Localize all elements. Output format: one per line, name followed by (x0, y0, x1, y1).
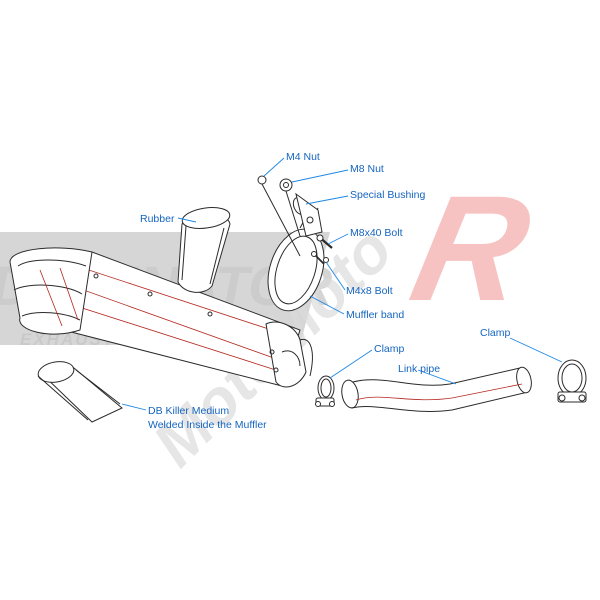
clamp-mid (315, 375, 335, 407)
part-labels: M4 Nut M8 Nut Special Bushing M8x40 Bolt… (140, 151, 511, 431)
label-rubber: Rubber (140, 213, 175, 225)
bracket-hardware (257, 175, 333, 265)
leader-m4-nut (263, 157, 285, 177)
label-db-killer-line1: DB Killer Medium (148, 405, 229, 417)
link-pipe (341, 366, 532, 413)
leader-m8x40-bolt (327, 233, 349, 245)
rubber-strap (177, 207, 231, 293)
label-link-pipe: Link pipe (398, 363, 440, 375)
leader-link-pipe (417, 369, 457, 385)
leader-m4x8-bolt (325, 261, 346, 291)
leader-db-killer (121, 403, 147, 411)
label-m8-nut: M8 Nut (350, 163, 384, 175)
label-m4-nut: M4 Nut (286, 151, 320, 163)
label-muffler-band: Muffler band (346, 309, 404, 321)
label-special-bushing: Special Bushing (350, 189, 425, 201)
leader-special-bushing (305, 195, 349, 205)
leader-rubber (177, 217, 197, 223)
leader-m8-nut (291, 169, 349, 183)
label-clamp-mid: Clamp (374, 343, 405, 355)
db-killer (37, 361, 123, 423)
muffler (9, 247, 313, 388)
leader-lines (121, 157, 563, 411)
clamp-right (557, 359, 587, 403)
label-m8x40-bolt: M8x40 Bolt (350, 227, 403, 239)
label-clamp-right: Clamp (480, 327, 511, 339)
leader-clamp-mid (329, 349, 373, 379)
leader-clamp-right (509, 337, 563, 363)
leader-muffler-band (309, 295, 345, 315)
label-m4x8-bolt: M4x8 Bolt (346, 285, 393, 297)
label-db-killer-line2: Welded Inside the Muffler (148, 419, 267, 431)
